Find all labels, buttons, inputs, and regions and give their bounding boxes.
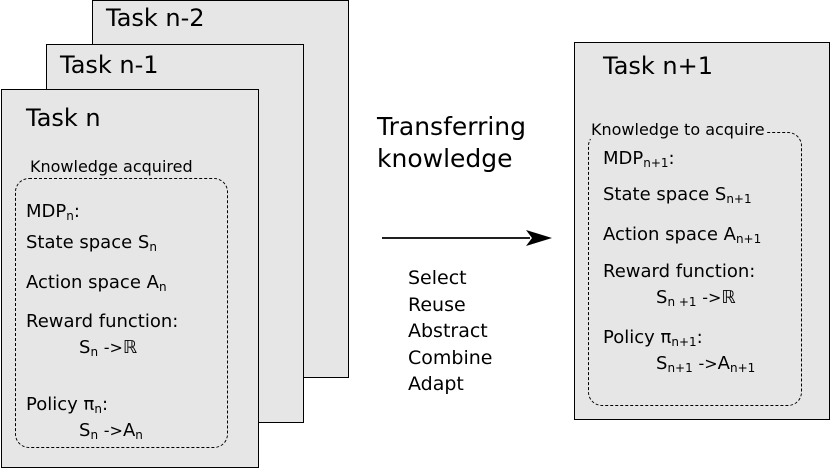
operation-abstract: Abstract [408,320,488,342]
operation-reuse: Reuse [408,293,466,316]
transfer-operations: Select Reuse Abstract Combine Adapt [408,265,492,398]
mdp-n-plus-1: MDPn+1: [603,148,675,170]
task-n-minus-1-title: Task n-1 [60,51,159,79]
action-space-n: Action space An [26,272,167,294]
transfer-arrow [382,230,552,246]
task-card-n-plus-1 [574,42,830,420]
state-space-n-plus-1: State space Sn+1 [603,184,752,206]
operation-combine: Combine [408,346,493,369]
task-n-title: Task n [26,104,101,132]
state-space-n: State space Sn [26,232,157,254]
mdp-n: MDPn: [26,201,80,223]
reward-map-n: Sn ->ℝ [79,337,138,359]
operation-select: Select [408,267,467,289]
knowledge-acquired-box [15,178,228,448]
reward-function-n-plus-1: Reward function: [603,261,756,282]
transferring-heading: Transferring knowledge [377,112,527,173]
knowledge-to-acquire-label: Knowledge to acquire [590,120,766,139]
policy-n-plus-1: Policy πn+1: [603,327,703,349]
policy-map-n-plus-1: Sn+1 ->An+1 [656,353,756,375]
operation-adapt: Adapt [408,373,464,395]
action-space-n-plus-1: Action space An+1 [603,224,762,246]
task-n-plus-1-title: Task n+1 [603,52,714,80]
knowledge-acquired-label: Knowledge acquired [29,157,194,176]
policy-map-n: Sn ->An [79,420,143,442]
policy-n: Policy πn: [26,394,109,416]
reward-map-n-plus-1: Sn +1 ->ℝ [656,287,736,309]
reward-function-n: Reward function: [26,311,179,332]
task-n-minus-2-title: Task n-2 [106,4,205,32]
